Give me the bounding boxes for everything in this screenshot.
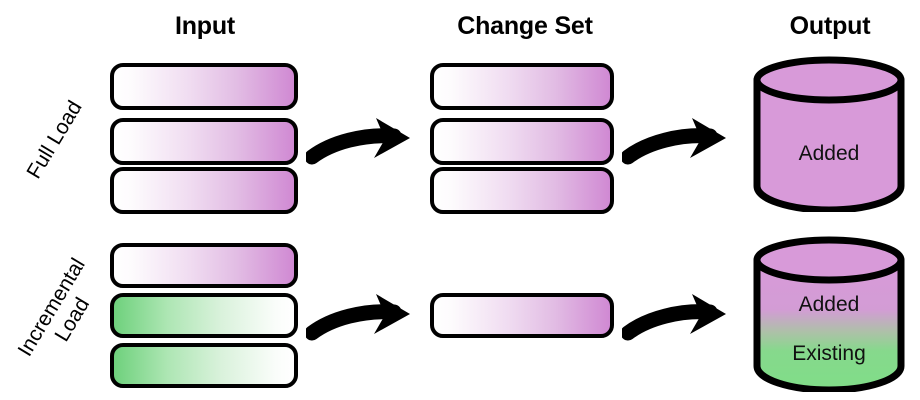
column-heading-input: Input	[174, 12, 236, 40]
input-bar-incremental-3	[110, 343, 298, 388]
row-label-incremental-load: Incremental Load	[1, 233, 124, 394]
input-bar-incremental-1	[110, 243, 298, 288]
output-cylinder-incremental: Added Existing	[750, 236, 908, 394]
output-cylinder-full-load: Added	[750, 56, 908, 214]
arrow-incremental-input-to-changeset	[304, 288, 426, 350]
column-heading-change-set: Change Set	[457, 12, 593, 40]
row-label-full-load: Full Load	[22, 96, 87, 183]
arrow-incremental-changeset-to-output	[620, 288, 742, 350]
changeset-bar-incremental-1	[430, 293, 614, 338]
changeset-bar-full-load-1	[430, 63, 614, 110]
arrow-full-load-changeset-to-output	[620, 112, 742, 174]
input-bar-full-load-2	[110, 118, 298, 165]
input-bar-incremental-2	[110, 293, 298, 338]
input-bar-full-load-1	[110, 63, 298, 110]
arrow-full-load-input-to-changeset	[304, 112, 426, 174]
changeset-bar-full-load-2	[430, 118, 614, 165]
column-heading-output: Output	[789, 12, 871, 40]
input-bar-full-load-3	[110, 167, 298, 214]
changeset-bar-full-load-3	[430, 167, 614, 214]
